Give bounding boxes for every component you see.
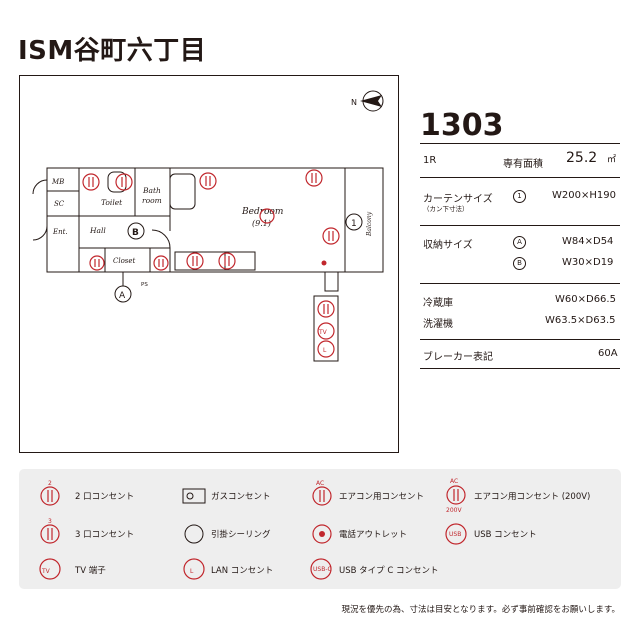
legend-usb: USB USB コンセント	[444, 515, 619, 549]
spec-storage-b-mark: B	[513, 257, 526, 270]
plan-tv-label: TV	[318, 329, 328, 336]
legend-ceiling: 引掛シーリング	[179, 515, 309, 549]
legend-ac-label: エアコン用コンセント	[339, 492, 425, 502]
spec-area-label: 専有面積	[503, 159, 543, 170]
legend-icon-ac2-label: AC	[450, 478, 458, 485]
compass-icon: N	[351, 90, 384, 112]
legend-usbc-label: USB タイプ C コンセント	[339, 566, 439, 576]
room-ps: PS	[141, 282, 148, 288]
room-balcony: Balcony	[366, 211, 373, 237]
spec-area-value: 25.2	[566, 150, 598, 166]
disclaimer-note: 現況を優先の為、寸法は目安となります。必ず事前確認をお願いします。	[341, 605, 620, 615]
room-ent: Ent.	[52, 228, 68, 236]
legend-ac200-label: エアコン用コンセント (200V)	[474, 492, 591, 502]
legend-usb-label: USB コンセント	[474, 530, 537, 540]
divider	[420, 368, 620, 369]
legend-outlet2: 2 2 口コンセント	[29, 477, 179, 511]
spec-breaker-value: 60A	[598, 348, 618, 359]
divider	[420, 225, 620, 226]
spec-layout: 1R	[423, 155, 437, 166]
legend-ac200: AC 200V エアコン用コンセント (200V)	[444, 475, 619, 515]
room-hall: Hall	[89, 226, 106, 235]
room-mb: MB	[51, 178, 64, 186]
legend-icon-2-label: 2	[48, 480, 52, 487]
legend-icon-ac-label: AC	[316, 480, 324, 487]
spec-area-unit: ㎡	[607, 155, 617, 165]
legend-phone: 電話アウトレット	[309, 515, 449, 549]
room-toilet: Toilet	[101, 198, 123, 207]
legend-ceiling-label: 引掛シーリング	[211, 530, 271, 540]
ps-box	[324, 271, 339, 292]
legend-outlet3: 3 3 口コンセント	[29, 515, 179, 549]
room-bath2: room	[142, 196, 162, 205]
room-closet: Closet	[113, 257, 136, 265]
outlet-icons	[82, 169, 340, 318]
floor-plan-drawing: N MB SC Ent. Toilet Bath room Hall C	[32, 90, 384, 362]
legend-outlet2-label: 2 口コンセント	[75, 492, 135, 502]
legend-gas-label: ガスコンセント	[211, 492, 271, 502]
legend-phone-label: 電話アウトレット	[339, 530, 408, 540]
divider	[420, 143, 620, 144]
spec-washer-value: W63.5×D63.5	[545, 315, 616, 326]
spec-storage-b-value: W30×D19	[562, 257, 614, 268]
legend-tv-label: TV 端子	[75, 566, 106, 576]
spec-fridge-label: 冷蔵庫	[423, 298, 453, 309]
spec-curtain-mark: 1	[513, 190, 526, 203]
page-title: ISM谷町六丁目	[18, 36, 207, 66]
storage-marker-a: A	[119, 291, 126, 301]
legend-usbc: USB-C USB タイプ C コンセント	[309, 552, 479, 586]
plan-lan-label: L	[323, 347, 327, 354]
spec-storage-a-mark: A	[513, 236, 526, 249]
spec-breaker-label: ブレーカー表記	[423, 352, 493, 363]
legend-icon-200v-label: 200V	[446, 507, 462, 514]
legend-ac: AC エアコン用コンセント	[309, 477, 449, 511]
storage-marker-b: B	[132, 228, 139, 238]
spec-fridge-value: W60×D66.5	[555, 294, 616, 305]
spec-storage-label: 収納サイズ	[423, 240, 473, 251]
legend-lan: L LAN コンセント	[179, 552, 309, 586]
legend-icon-usbc-label: USB-C	[313, 566, 332, 573]
legend-icon-l-label: L	[190, 568, 194, 575]
curtain-marker-1: 1	[351, 219, 357, 229]
spec-washer-label: 洗濯機	[423, 319, 453, 330]
legend-lan-label: LAN コンセント	[211, 566, 274, 576]
outer-wall	[46, 167, 346, 273]
spec-curtain-value: W200×H190	[552, 190, 616, 201]
room-bath: Bath	[142, 186, 161, 195]
legend-tv: TV TV 端子	[29, 552, 179, 586]
legend-icon-tv-label: TV	[41, 568, 51, 575]
legend-gas: ガスコンセント	[179, 477, 309, 511]
legend-icon-3-label: 3	[48, 518, 52, 525]
room-bedroom: Bedroom	[241, 207, 283, 217]
spec-curtain-label: カーテンサイズ	[423, 194, 493, 205]
divider	[420, 283, 620, 284]
spec-curtain-sub: （カン下寸法）	[423, 205, 469, 213]
unit-number: 1303	[420, 108, 504, 143]
legend-panel: 2 2 口コンセント ガスコンセント AC エアコン用コンセント AC 200V…	[19, 469, 621, 589]
divider	[420, 339, 620, 340]
legend-icon-usb-label: USB	[449, 531, 461, 538]
compass-label: N	[351, 98, 357, 107]
legend-outlet3-label: 3 口コンセント	[75, 530, 135, 540]
room-bedroom-size: (9.1)	[252, 219, 271, 228]
room-sc: SC	[54, 200, 65, 208]
balcony-area	[344, 167, 384, 273]
spec-storage-a-value: W84×D54	[562, 236, 614, 247]
floor-plan: N MB SC Ent. Toilet Bath room Hall C	[19, 75, 399, 453]
divider	[420, 177, 620, 178]
